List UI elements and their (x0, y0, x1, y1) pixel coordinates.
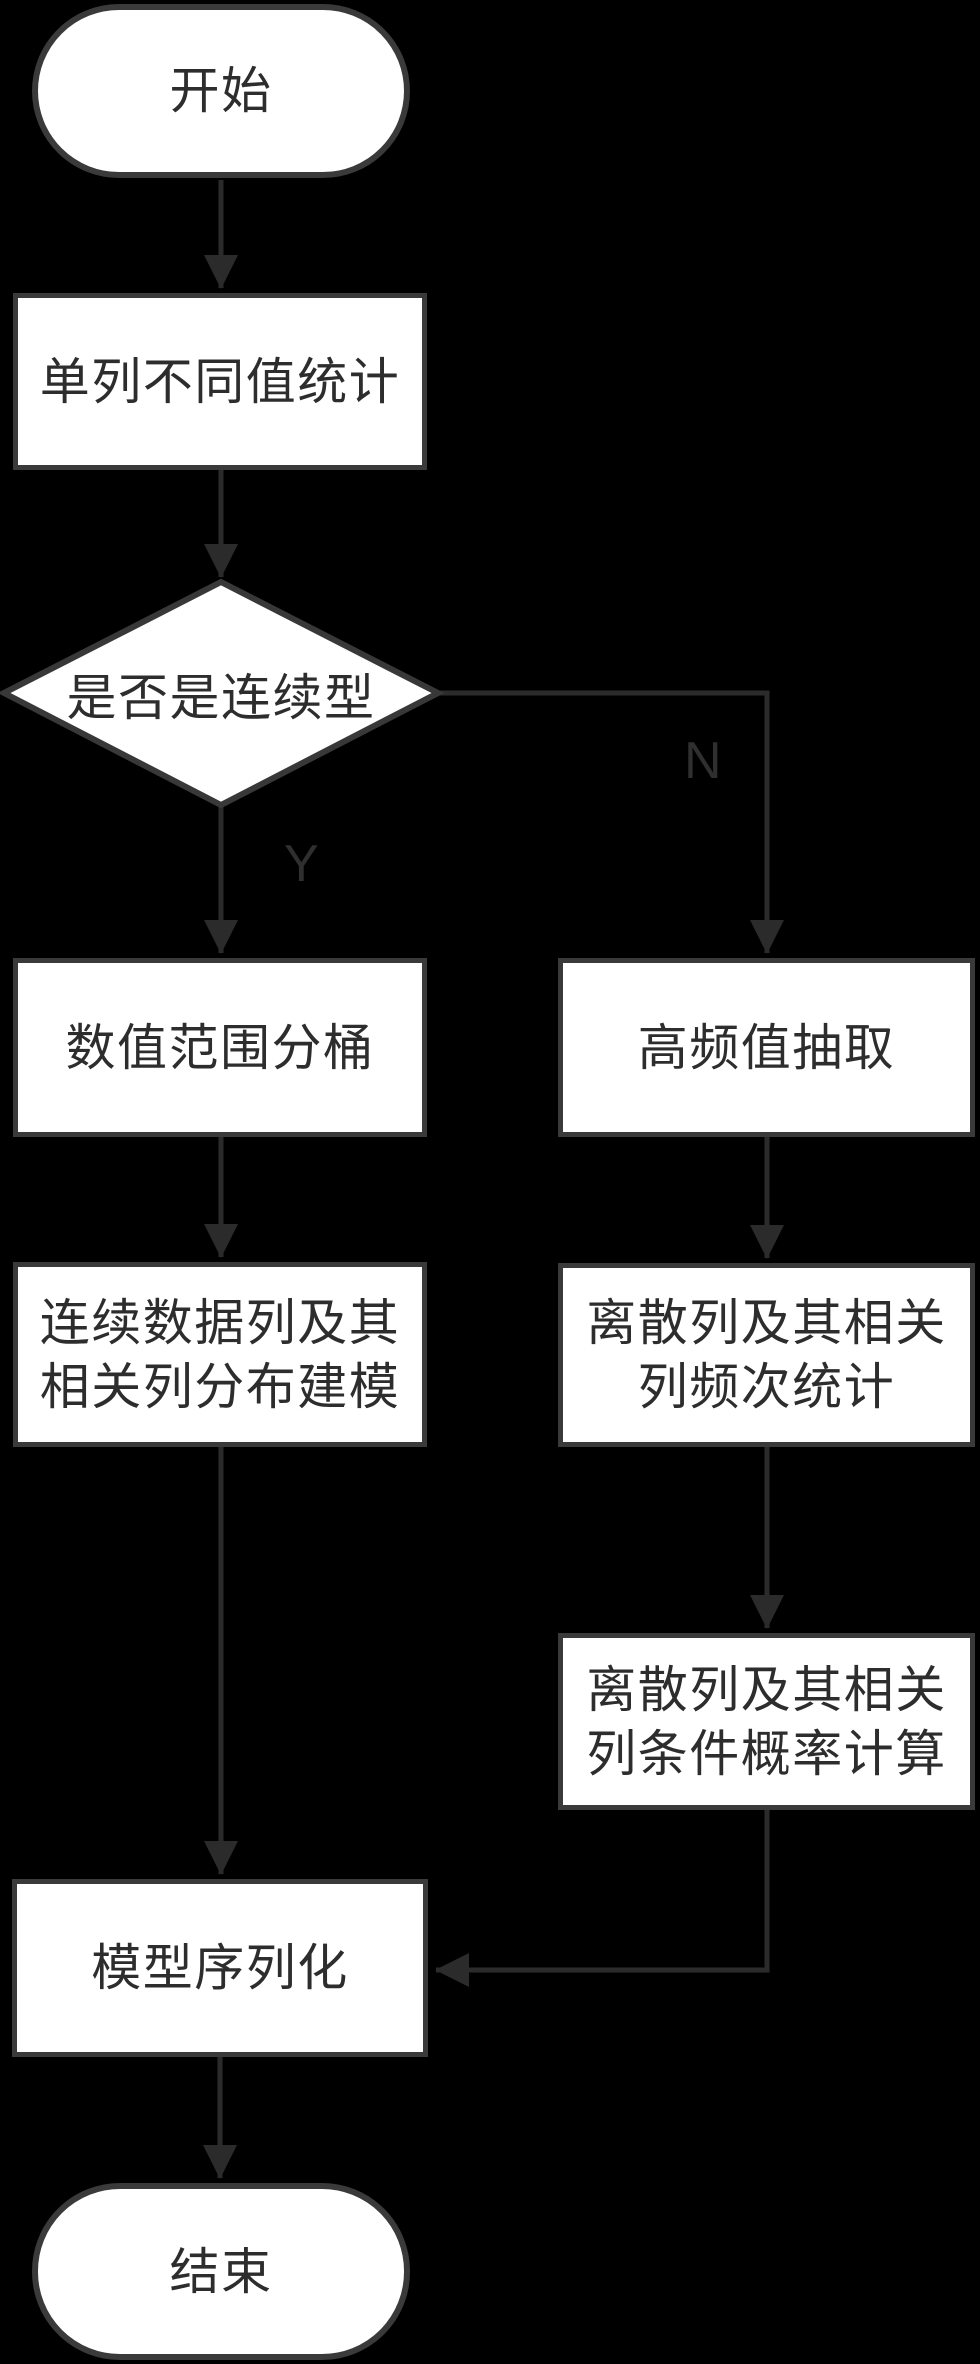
node-is-continuous-decision: 是否是连续型 (4, 582, 438, 805)
node-end-label: 结束 (169, 2243, 273, 2300)
node-discrete-cond-prob-line2: 列条件概率计算 (586, 1725, 947, 1782)
node-discrete-cond-prob: 离散列及其相关 列条件概率计算 (558, 1633, 975, 1810)
node-discrete-freq-stat: 离散列及其相关 列频次统计 (558, 1263, 975, 1447)
node-range-bucketing: 数值范围分桶 (13, 958, 427, 1137)
decision-diamond-shape (0, 578, 445, 809)
node-continuous-modeling: 连续数据列及其 相关列分布建模 (13, 1262, 427, 1447)
node-continuous-modeling-line2: 相关列分布建模 (39, 1358, 401, 1415)
node-distinct-value-count-label: 单列不同值统计 (39, 353, 401, 410)
node-model-serialize-label: 模型序列化 (91, 1940, 349, 1996)
node-start-label: 开始 (169, 63, 273, 119)
node-high-freq-extract: 高频值抽取 (558, 958, 975, 1137)
branch-label-yes: Y (284, 835, 319, 893)
node-continuous-modeling-line1: 连续数据列及其 (39, 1294, 401, 1351)
edge-condprob-to-serialize (435, 1810, 770, 1987)
node-model-serialize: 模型序列化 (12, 1879, 428, 2057)
edge-decision-no-to-highfreq (438, 690, 784, 954)
node-distinct-value-count: 单列不同值统计 (13, 293, 427, 470)
node-is-continuous-label: 是否是连续型 (66, 669, 376, 726)
node-high-freq-extract-label: 高频值抽取 (637, 1019, 896, 1076)
node-range-bucketing-label: 数值范围分桶 (65, 1019, 375, 1076)
node-discrete-freq-stat-line1: 离散列及其相关 (586, 1295, 947, 1351)
branch-label-no: N (684, 732, 722, 790)
node-discrete-cond-prob-line1: 离散列及其相关 (586, 1661, 947, 1718)
node-discrete-freq-stat-line2: 列频次统计 (637, 1359, 896, 1415)
node-end: 结束 (32, 2183, 410, 2360)
node-start: 开始 (32, 4, 410, 178)
